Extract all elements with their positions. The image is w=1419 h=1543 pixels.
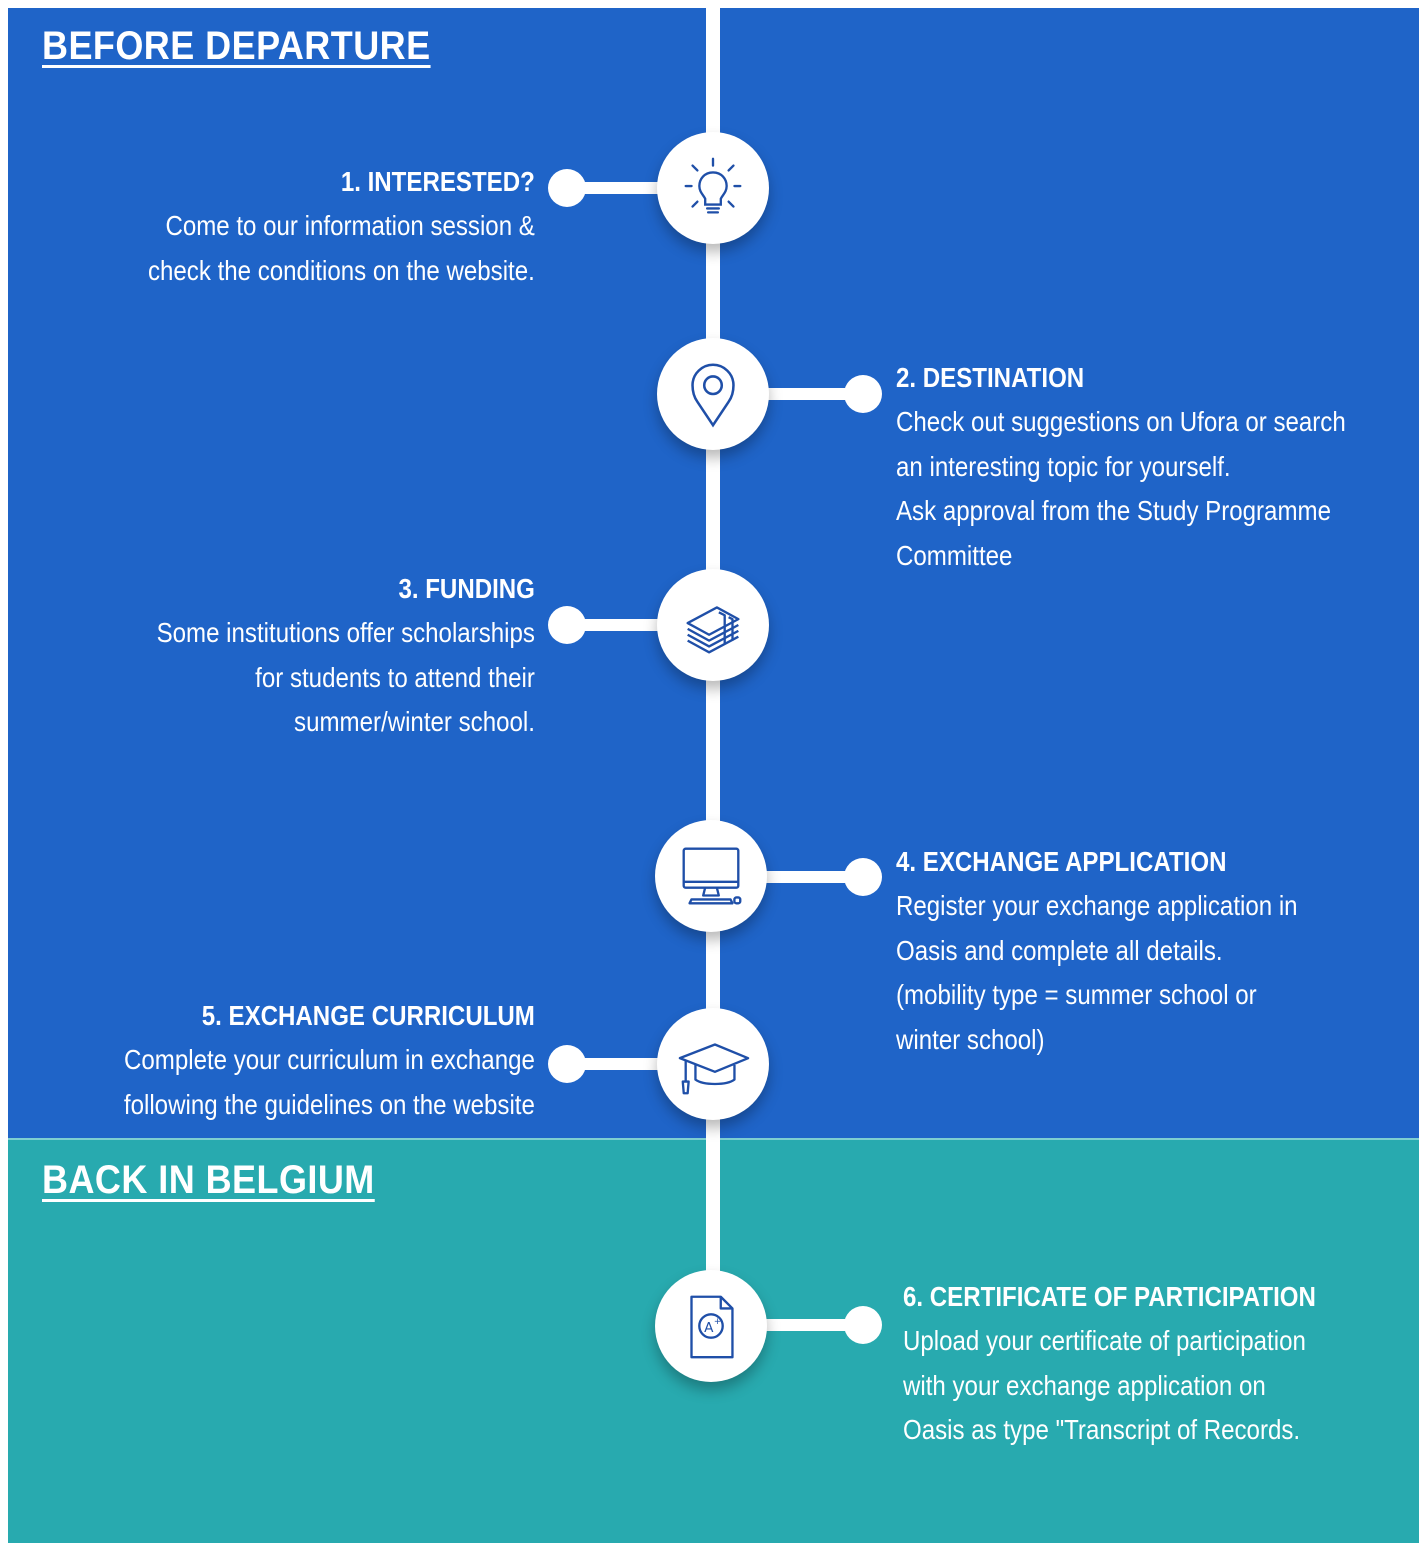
step-4-title: 4. EXCHANGE APPLICATION (896, 846, 1227, 877)
step-3-title: 3. FUNDING (398, 573, 535, 604)
step-2-node (657, 338, 769, 450)
step-5-description: Complete your curriculum in exchange fol… (124, 1038, 535, 1127)
step-6-description: Upload your certificate of participation… (903, 1319, 1316, 1453)
step-2-line: Committee (896, 539, 1013, 571)
location-pin-icon (691, 363, 735, 428)
step-1-dot (548, 169, 586, 207)
certificate-icon: A + (690, 1295, 734, 1359)
step-2-title: 2. DESTINATION (896, 362, 1085, 393)
before-departure-title: BEFORE DEPARTURE (42, 24, 431, 68)
step-3-line: summer/winter school. (294, 706, 535, 737)
step-4-line: (mobility type = summer school or (896, 979, 1257, 1010)
step-5: 5. EXCHANGE CURRICULUM Complete your cur… (57, 994, 535, 1127)
graduation-cap-icon (678, 1043, 750, 1095)
step-4: 4. EXCHANGE APPLICATION Register your ex… (896, 840, 1363, 1062)
step-1-line: check the conditions on the website. (148, 254, 535, 286)
step-5-title: 5. EXCHANGE CURRICULUM (201, 1000, 535, 1031)
svg-text:+: + (714, 1317, 721, 1327)
step-4-line: winter school) (896, 1023, 1045, 1055)
lightbulb-icon (684, 157, 742, 214)
step-5-node (657, 1008, 769, 1120)
step-5-line: Complete your curriculum in exchange (124, 1044, 535, 1075)
step-1-line: Come to our information session & (165, 210, 535, 241)
svg-text:A: A (704, 1320, 714, 1336)
money-stack-icon (686, 606, 740, 654)
step-3-line: Some institutions offer scholarships (156, 617, 535, 648)
step-5-line: following the guidelines on the website (124, 1088, 535, 1120)
back-in-belgium-title: BACK IN BELGIUM (42, 1158, 375, 1202)
step-2-description: Check out suggestions on Ufora or search… (896, 400, 1346, 578)
step-6-line: Upload your certificate of participation (903, 1325, 1306, 1356)
step-6-node: A + (655, 1270, 767, 1382)
step-6-line: Oasis as type "Transcript of Records. (903, 1414, 1301, 1445)
step-2-line: an interesting topic for yourself. (896, 450, 1231, 482)
step-2-dot (844, 375, 882, 413)
step-2-line: Ask approval from the Study Programme (896, 495, 1331, 526)
step-6-line: with your exchange application on (903, 1369, 1266, 1401)
step-4-line: Oasis and complete all details. (896, 934, 1223, 966)
step-5-dot (548, 1045, 586, 1083)
step-1-node (657, 132, 769, 244)
step-4-description: Register your exchange application in Oa… (896, 884, 1298, 1062)
step-4-line: Register your exchange application in (896, 890, 1298, 921)
computer-icon (682, 847, 742, 905)
step-1: 1. INTERESTED? Come to our information s… (85, 160, 535, 293)
step-4-dot (844, 858, 882, 896)
step-6-dot (844, 1306, 882, 1344)
step-1-title: 1. INTERESTED? (340, 166, 535, 197)
step-1-description: Come to our information session & check … (148, 204, 535, 293)
step-6: 6. CERTIFICATE OF PARTICIPATION Upload y… (903, 1275, 1383, 1453)
step-3-dot (548, 606, 586, 644)
step-6-title: 6. CERTIFICATE OF PARTICIPATION (903, 1281, 1316, 1312)
step-3-node (657, 569, 769, 681)
step-2: 2. DESTINATION Check out suggestions on … (896, 356, 1419, 578)
step-4-node (655, 820, 767, 932)
step-3-line: for students to attend their (255, 661, 535, 693)
step-3: 3. FUNDING Some institutions offer schol… (95, 567, 535, 745)
step-2-line: Check out suggestions on Ufora or search (896, 406, 1346, 437)
step-3-description: Some institutions offer scholarships for… (157, 611, 535, 745)
